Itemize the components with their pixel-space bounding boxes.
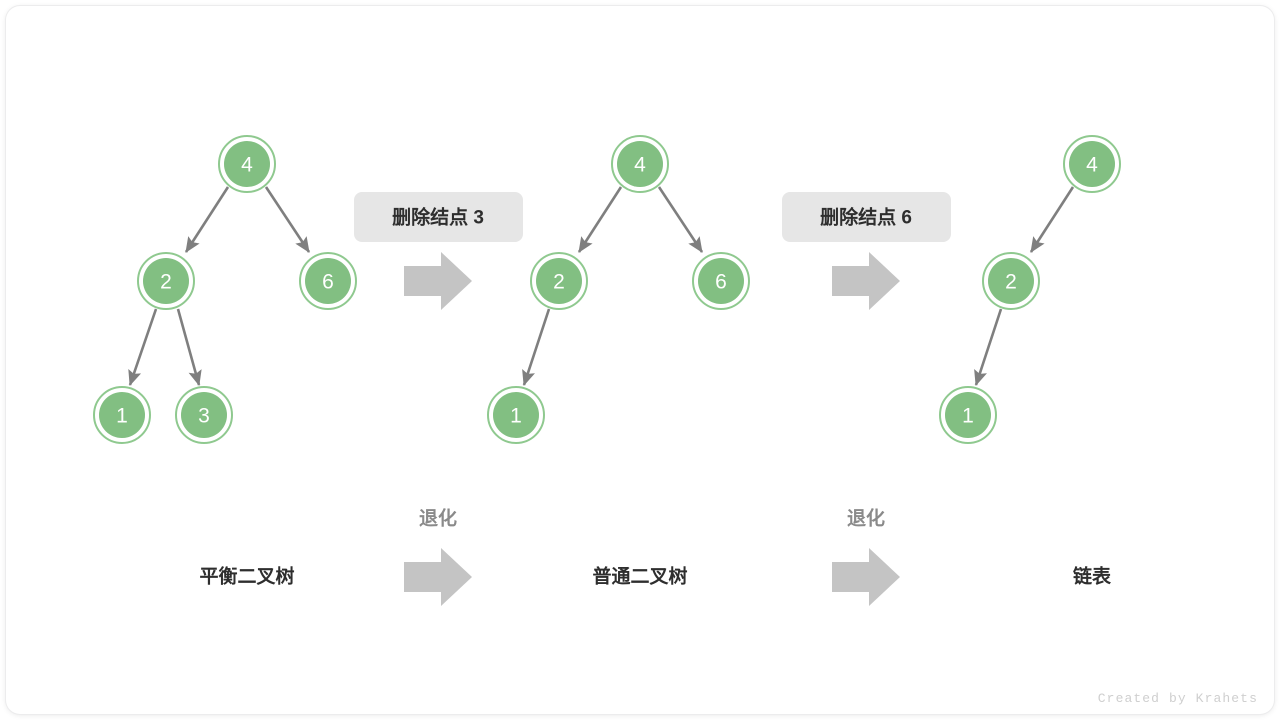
watermark-credit: Created by Krahets <box>1097 691 1258 706</box>
node-label: 4 <box>241 154 253 177</box>
badge-label: 删除结点 6 <box>820 206 912 229</box>
node-label: 2 <box>1005 271 1017 294</box>
node-outer-ring <box>1063 135 1121 193</box>
tree-node-2[interactable]: 2 <box>530 252 588 310</box>
node-label: 2 <box>553 271 565 294</box>
node-outer-ring <box>611 135 669 193</box>
node-label: 2 <box>160 271 172 294</box>
tree-node-2[interactable]: 2 <box>982 252 1040 310</box>
node-outer-ring <box>982 252 1040 310</box>
tree-node-2[interactable]: 2 <box>137 252 195 310</box>
node-body <box>224 141 270 187</box>
node-outer-ring <box>137 252 195 310</box>
badge-label: 删除结点 3 <box>392 206 484 229</box>
badge-background <box>782 192 951 242</box>
tree-node-3[interactable]: 3 <box>175 386 233 444</box>
node-label: 1 <box>116 405 128 428</box>
node-outer-ring <box>692 252 750 310</box>
tree-node-4[interactable]: 4 <box>1063 135 1121 193</box>
block-arrow-shape <box>404 252 472 310</box>
stage-1-tree: 4 2 6 1 3 <box>93 135 357 444</box>
figure-card-frame <box>6 6 1274 714</box>
edge-2-to-1 <box>974 308 1003 386</box>
operation-badge-delete-6: 删除结点 6 <box>782 192 951 242</box>
tree-node-1[interactable]: 1 <box>487 386 545 444</box>
transition-label-2: 退化 <box>847 507 885 530</box>
stage-3-edges <box>974 186 1075 386</box>
block-arrow-stage2-to-stage3 <box>832 252 900 310</box>
badge-background <box>354 192 523 242</box>
block-arrow-shape <box>832 252 900 310</box>
node-outer-ring <box>93 386 151 444</box>
node-body <box>536 258 582 304</box>
node-body <box>617 141 663 187</box>
node-label: 4 <box>634 154 646 177</box>
stage-2-edges <box>522 186 704 386</box>
edge-4-to-6 <box>657 186 704 253</box>
node-outer-ring <box>487 386 545 444</box>
node-body <box>493 392 539 438</box>
caption-balanced-tree: 平衡二叉树 <box>199 565 294 588</box>
caption-ordinary-tree: 普通二叉树 <box>592 565 687 588</box>
edge-4-to-2 <box>577 186 623 253</box>
node-label: 6 <box>322 271 334 294</box>
node-body <box>1069 141 1115 187</box>
edge-4-to-6 <box>264 186 311 253</box>
edge-4-to-2 <box>1029 186 1075 253</box>
tree-node-1[interactable]: 1 <box>93 386 151 444</box>
operation-badge-delete-3: 删除结点 3 <box>354 192 523 242</box>
edge-4-to-2 <box>184 186 230 253</box>
node-label: 6 <box>715 271 727 294</box>
node-body <box>305 258 351 304</box>
block-arrow-caption-2 <box>832 548 900 606</box>
stage-2-tree: 4 2 6 1 <box>487 135 750 444</box>
tree-node-6[interactable]: 6 <box>692 252 750 310</box>
node-body <box>945 392 991 438</box>
tree-node-1[interactable]: 1 <box>939 386 997 444</box>
edge-2-to-1 <box>128 308 158 386</box>
block-arrow-shape <box>404 548 472 606</box>
block-arrow-stage1-to-stage2 <box>404 252 472 310</box>
transition-label-1: 退化 <box>419 507 457 530</box>
node-body <box>143 258 189 304</box>
tree-node-6[interactable]: 6 <box>299 252 357 310</box>
node-body <box>99 392 145 438</box>
node-outer-ring <box>939 386 997 444</box>
node-outer-ring <box>175 386 233 444</box>
node-label: 3 <box>198 405 210 428</box>
stage-3-tree: 4 2 1 <box>939 135 1121 444</box>
node-outer-ring <box>218 135 276 193</box>
edge-2-to-1 <box>522 308 551 386</box>
tree-node-4[interactable]: 4 <box>218 135 276 193</box>
caption-linked-list: 链表 <box>1073 565 1112 588</box>
node-body <box>988 258 1034 304</box>
node-body <box>181 392 227 438</box>
node-outer-ring <box>530 252 588 310</box>
node-label: 1 <box>962 405 974 428</box>
tree-node-4[interactable]: 4 <box>611 135 669 193</box>
edge-2-to-3 <box>176 308 202 387</box>
stage-1-edges <box>128 186 311 387</box>
block-arrow-caption-1 <box>404 548 472 606</box>
block-arrow-shape <box>832 548 900 606</box>
node-outer-ring <box>299 252 357 310</box>
node-body <box>698 258 744 304</box>
node-label: 4 <box>1086 154 1098 177</box>
node-label: 1 <box>510 405 522 428</box>
